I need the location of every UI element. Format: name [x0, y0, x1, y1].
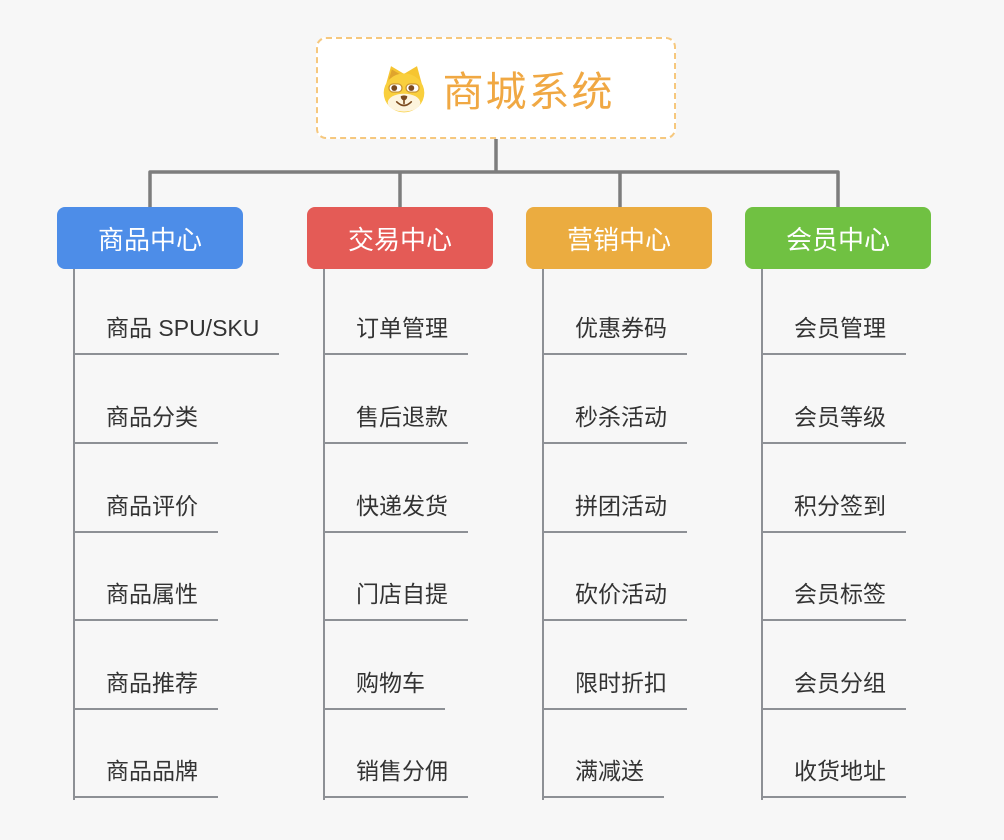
branch-label: 营销中心 [566, 224, 671, 255]
sub-topic[interactable]: 限时折扣 [542, 669, 687, 710]
sub-topic[interactable]: 会员管理 [761, 314, 906, 355]
sub-topic[interactable]: 门店自提 [323, 580, 468, 621]
branch-topic-member-center[interactable]: 会员中心 [745, 207, 931, 269]
sub-topic[interactable]: 秒杀活动 [542, 403, 687, 444]
branch-label: 商品中心 [97, 224, 202, 255]
branch-child-line [761, 269, 763, 800]
branch-label: 会员中心 [785, 224, 890, 255]
sub-topic[interactable]: 商品属性 [73, 580, 218, 621]
branch-child-line [323, 269, 325, 800]
sub-topic[interactable]: 商品分类 [73, 403, 218, 444]
sub-topic[interactable]: 会员等级 [761, 403, 906, 444]
sub-topic[interactable]: 销售分佣 [323, 757, 468, 798]
sub-topic[interactable]: 商品 SPU/SKU [73, 314, 280, 355]
sub-topic[interactable]: 售后退款 [323, 403, 468, 444]
sub-topic[interactable]: 商品推荐 [73, 669, 218, 710]
branch-label: 交易中心 [347, 224, 452, 255]
sub-topic[interactable]: 满减送 [542, 757, 664, 798]
sub-topic[interactable]: 购物车 [323, 669, 445, 710]
branch-column-trade-center: 交易中心 订单管理 售后退款 快递发货 门店自提 购物车 销售分佣 [307, 207, 539, 807]
branch-child-line [73, 269, 75, 800]
branch-topic-trade-center[interactable]: 交易中心 [307, 207, 493, 269]
branch-column-member-center: 会员中心 会员管理 会员等级 积分签到 会员标签 会员分组 收货地址 [745, 207, 977, 807]
branch-column-marketing-center: 营销中心 优惠券码 秒杀活动 拼团活动 砍价活动 限时折扣 满减送 [526, 207, 758, 807]
sub-topic[interactable]: 快递发货 [323, 492, 468, 533]
sub-topic[interactable]: 积分签到 [761, 492, 906, 533]
sub-topic[interactable]: 砍价活动 [542, 580, 687, 621]
sub-topic[interactable]: 商品品牌 [73, 757, 218, 798]
branch-child-line [542, 269, 544, 800]
sub-topic[interactable]: 拼团活动 [542, 492, 687, 533]
sub-topic[interactable]: 订单管理 [323, 314, 468, 355]
doge-icon [383, 66, 424, 113]
branch-column-product-center: 商品中心 商品 SPU/SKU 商品分类 商品评价 商品属性 商品推荐 商品品牌 [57, 207, 289, 807]
branch-topic-product-center[interactable]: 商品中心 [57, 207, 243, 269]
sub-topic[interactable]: 商品评价 [73, 492, 218, 533]
sub-topic[interactable]: 会员标签 [761, 580, 906, 621]
branch-topic-marketing-center[interactable]: 营销中心 [526, 207, 712, 269]
sub-topic[interactable]: 收货地址 [761, 757, 906, 798]
root-topic-label: 商城系统 [442, 69, 615, 115]
sub-topic[interactable]: 会员分组 [761, 669, 906, 710]
root-topic[interactable]: 商城系统 [316, 37, 676, 139]
sub-topic[interactable]: 优惠券码 [542, 314, 687, 355]
